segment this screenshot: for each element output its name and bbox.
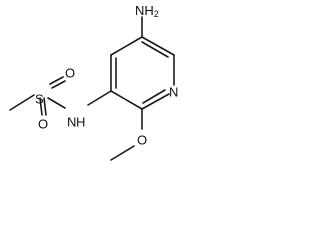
bond-c3-nh bbox=[87, 90, 112, 106]
sulfur-label: S bbox=[35, 92, 44, 107]
methoxy-oxygen-label: O bbox=[137, 133, 147, 148]
bond-methoxy-o-ch3 bbox=[110, 145, 135, 161]
amide-hydrogen-label: H bbox=[76, 115, 85, 130]
bond-c5-c4 bbox=[110, 36, 143, 56]
bond-c2-n1-inner bbox=[142, 89, 166, 104]
ring-nitrogen-label: N bbox=[169, 85, 178, 100]
bond-c2-n1 bbox=[141, 93, 170, 110]
amide-nitrogen-label: N bbox=[67, 115, 76, 130]
bond-s-o-bottom-b bbox=[43, 97, 47, 116]
bond-c3-c2 bbox=[110, 90, 143, 110]
bond-s-o-bottom-a bbox=[39, 97, 43, 116]
oxygen-top-label: O bbox=[65, 66, 75, 81]
amine-label: NH2 bbox=[135, 3, 159, 20]
bond-c6-c5 bbox=[141, 36, 175, 56]
bond-nh-s bbox=[47, 97, 66, 109]
chemical-structure: NH2 N N H S O O O bbox=[9, 3, 178, 161]
bond-s-ch3 bbox=[9, 94, 35, 111]
bond-c6-c5-inner bbox=[141, 41, 169, 58]
oxygen-bottom-label: O bbox=[38, 117, 48, 132]
bond-s-o-top-a bbox=[51, 80, 66, 89]
bond-s-o-top-b bbox=[49, 76, 64, 85]
